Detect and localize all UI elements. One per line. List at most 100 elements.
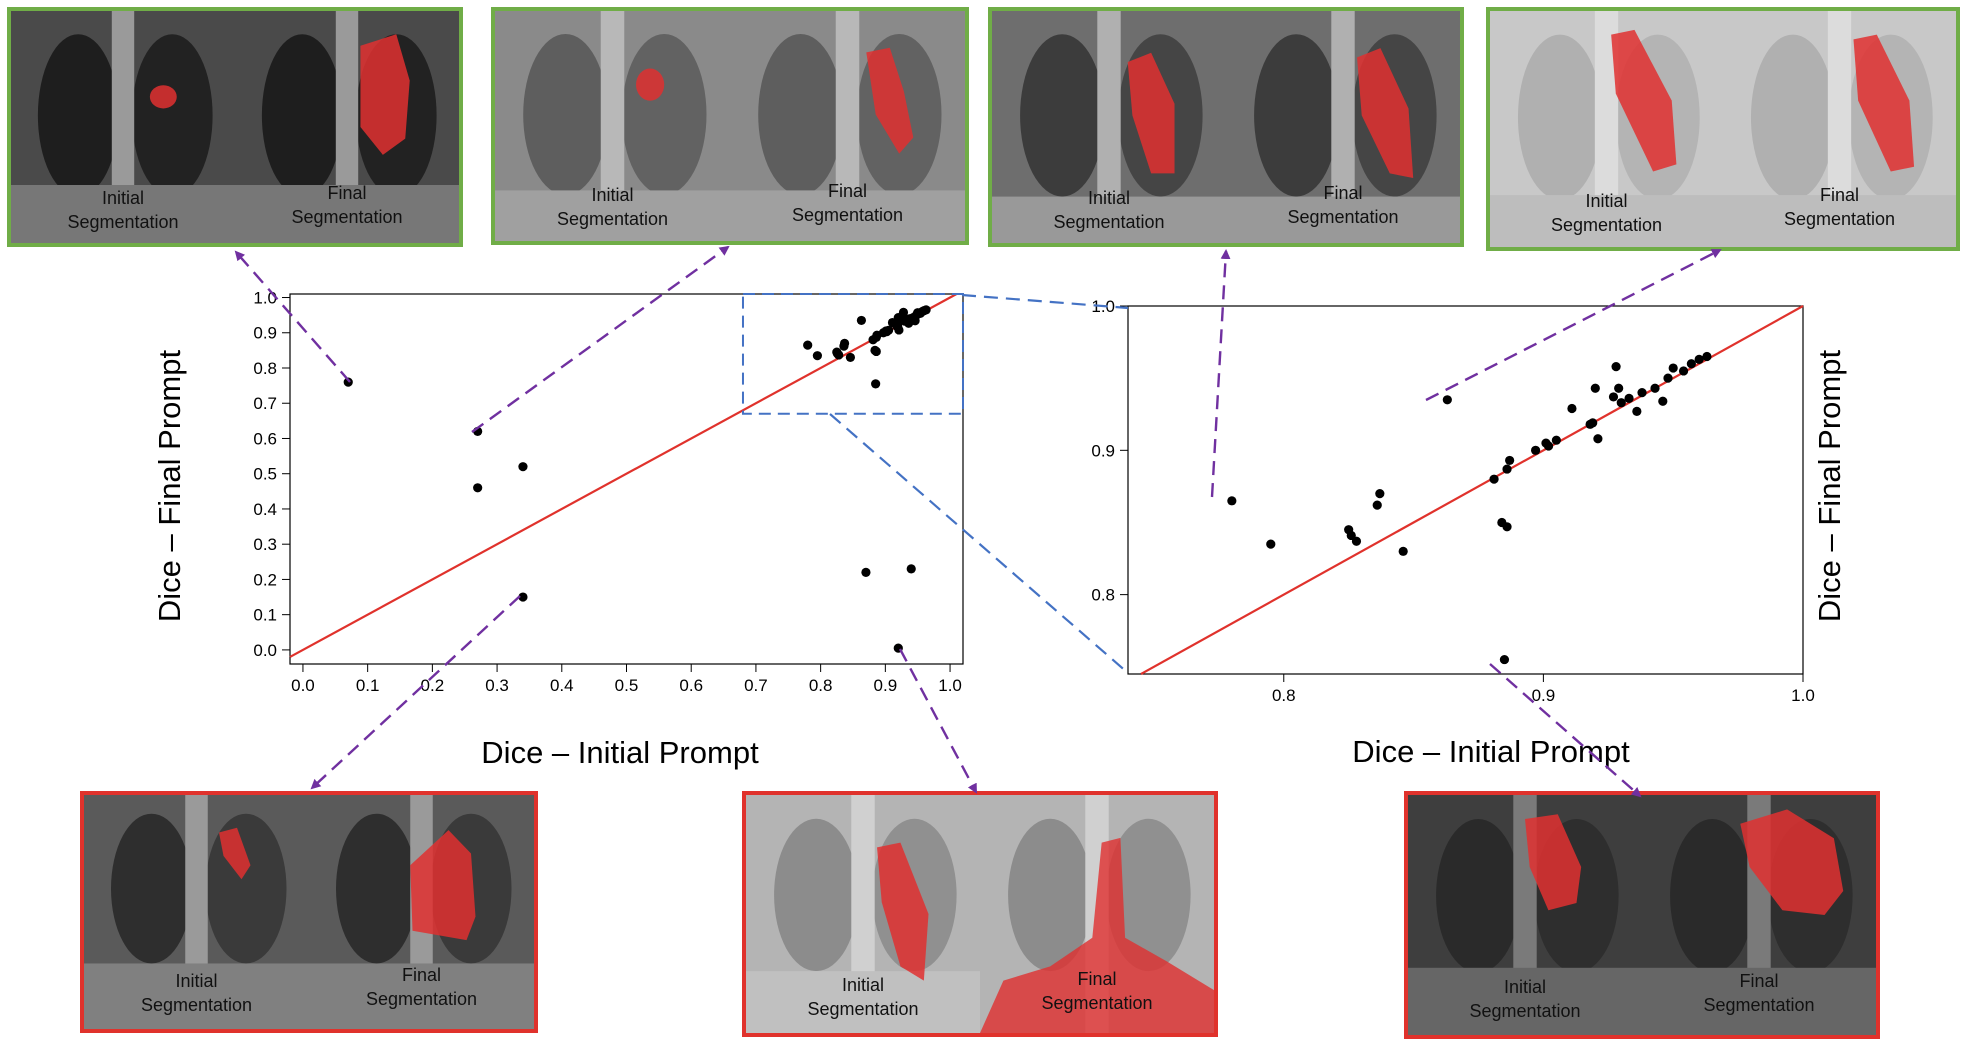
data-point (1624, 393, 1634, 403)
x-tick-label: 0.5 (615, 676, 639, 695)
chest-xray-image (1226, 11, 1460, 243)
data-point (1658, 396, 1668, 406)
y-tick-label: 0.4 (253, 500, 277, 519)
data-point (1650, 383, 1660, 393)
y-axis-label: Dice – Final Prompt (152, 350, 187, 623)
data-point (1616, 398, 1626, 408)
x-tick-label: 0.6 (679, 676, 703, 695)
data-point (1702, 351, 1712, 362)
data-point (1551, 435, 1561, 445)
chest-xray-image (495, 11, 730, 241)
chest-xray-image (1490, 11, 1723, 247)
y-tick-label: 0.6 (253, 429, 277, 448)
x-tick-label: 0.9 (874, 676, 898, 695)
chest-xray-image (11, 11, 235, 243)
data-point (883, 325, 894, 335)
y-axis-label: Dice – Final Prompt (1812, 350, 1847, 623)
segmentation-mask (1357, 48, 1414, 179)
y-tick-label: 0.3 (253, 535, 277, 554)
x-tick-label: 0.8 (1272, 686, 1296, 705)
y-tick-label: 0.0 (253, 641, 277, 660)
segmentation-mask (1740, 809, 1844, 915)
data-point (1227, 496, 1237, 506)
x-tick-label: 0.8 (809, 676, 833, 695)
data-point (1637, 387, 1647, 398)
chest-xray-image (1408, 795, 1642, 1035)
segmentation-mask (1127, 52, 1175, 174)
data-point (1663, 373, 1673, 383)
y-tick-label: 1.0 (1091, 297, 1115, 316)
segmentation-mask (980, 837, 1214, 1033)
data-point (1686, 359, 1696, 369)
segmentation-mask (1611, 29, 1677, 172)
y-tick-label: 0.7 (253, 394, 277, 413)
data-point (518, 462, 528, 472)
y-tick-label: 0.9 (1091, 441, 1115, 460)
data-points (343, 305, 931, 653)
data-point (1593, 434, 1603, 444)
data-point (894, 325, 904, 335)
data-point (803, 340, 813, 350)
y-tick-label: 0.1 (253, 606, 277, 625)
chest-xray-image (84, 795, 309, 1029)
data-point (845, 352, 856, 363)
segmentation-mask (410, 830, 476, 941)
zoom-region-box (741, 293, 964, 415)
segmentation-mask (1525, 814, 1582, 911)
data-point (1489, 474, 1499, 484)
segmentation-mask (636, 68, 665, 101)
y-axis-ticks: 0.80.91.0 (1091, 297, 1128, 605)
data-point (1530, 445, 1541, 455)
x-tick-label: 0.4 (550, 676, 574, 695)
data-points (1227, 351, 1712, 665)
data-point (1614, 383, 1624, 393)
data-point (1588, 418, 1598, 428)
chest-xray-image (1723, 11, 1956, 247)
data-point (1375, 489, 1385, 499)
x-tick-label: 1.0 (1791, 686, 1815, 705)
identity-line (1140, 305, 1804, 675)
chest-xray-image (746, 795, 980, 1033)
data-point (1502, 464, 1512, 474)
data-point (1668, 363, 1678, 373)
y-tick-label: 0.5 (253, 465, 277, 484)
x-axis-label: Dice – Initial Prompt (1352, 734, 1630, 769)
data-point (1590, 383, 1600, 393)
data-point (1567, 403, 1577, 414)
data-point (1372, 500, 1382, 510)
data-point (1632, 406, 1642, 416)
data-point (1678, 366, 1689, 376)
data-point (1611, 362, 1621, 372)
data-point (1266, 539, 1276, 549)
segmentation-mask (149, 85, 177, 109)
data-point (1442, 395, 1452, 405)
segmentation-mask (360, 34, 410, 155)
